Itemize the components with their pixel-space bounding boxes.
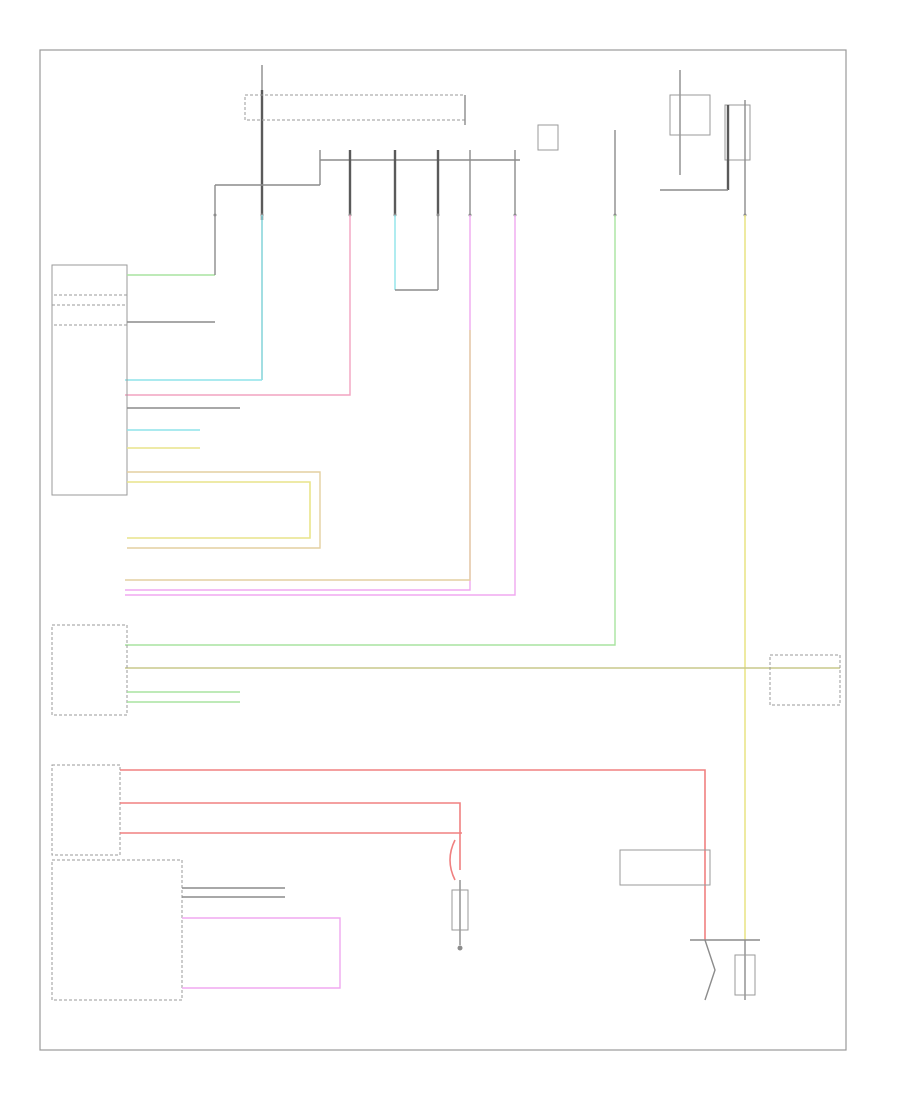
transmission-module xyxy=(51,624,841,716)
ignition-relay xyxy=(660,70,751,215)
connector-row xyxy=(213,213,747,217)
bottom-module xyxy=(51,859,341,1001)
power-distribution xyxy=(213,65,747,380)
diagram-frame xyxy=(39,49,847,1051)
wire-harness xyxy=(125,215,840,940)
starter-motor xyxy=(619,849,760,1001)
control-module xyxy=(51,215,321,549)
battery-circuit xyxy=(51,764,706,951)
